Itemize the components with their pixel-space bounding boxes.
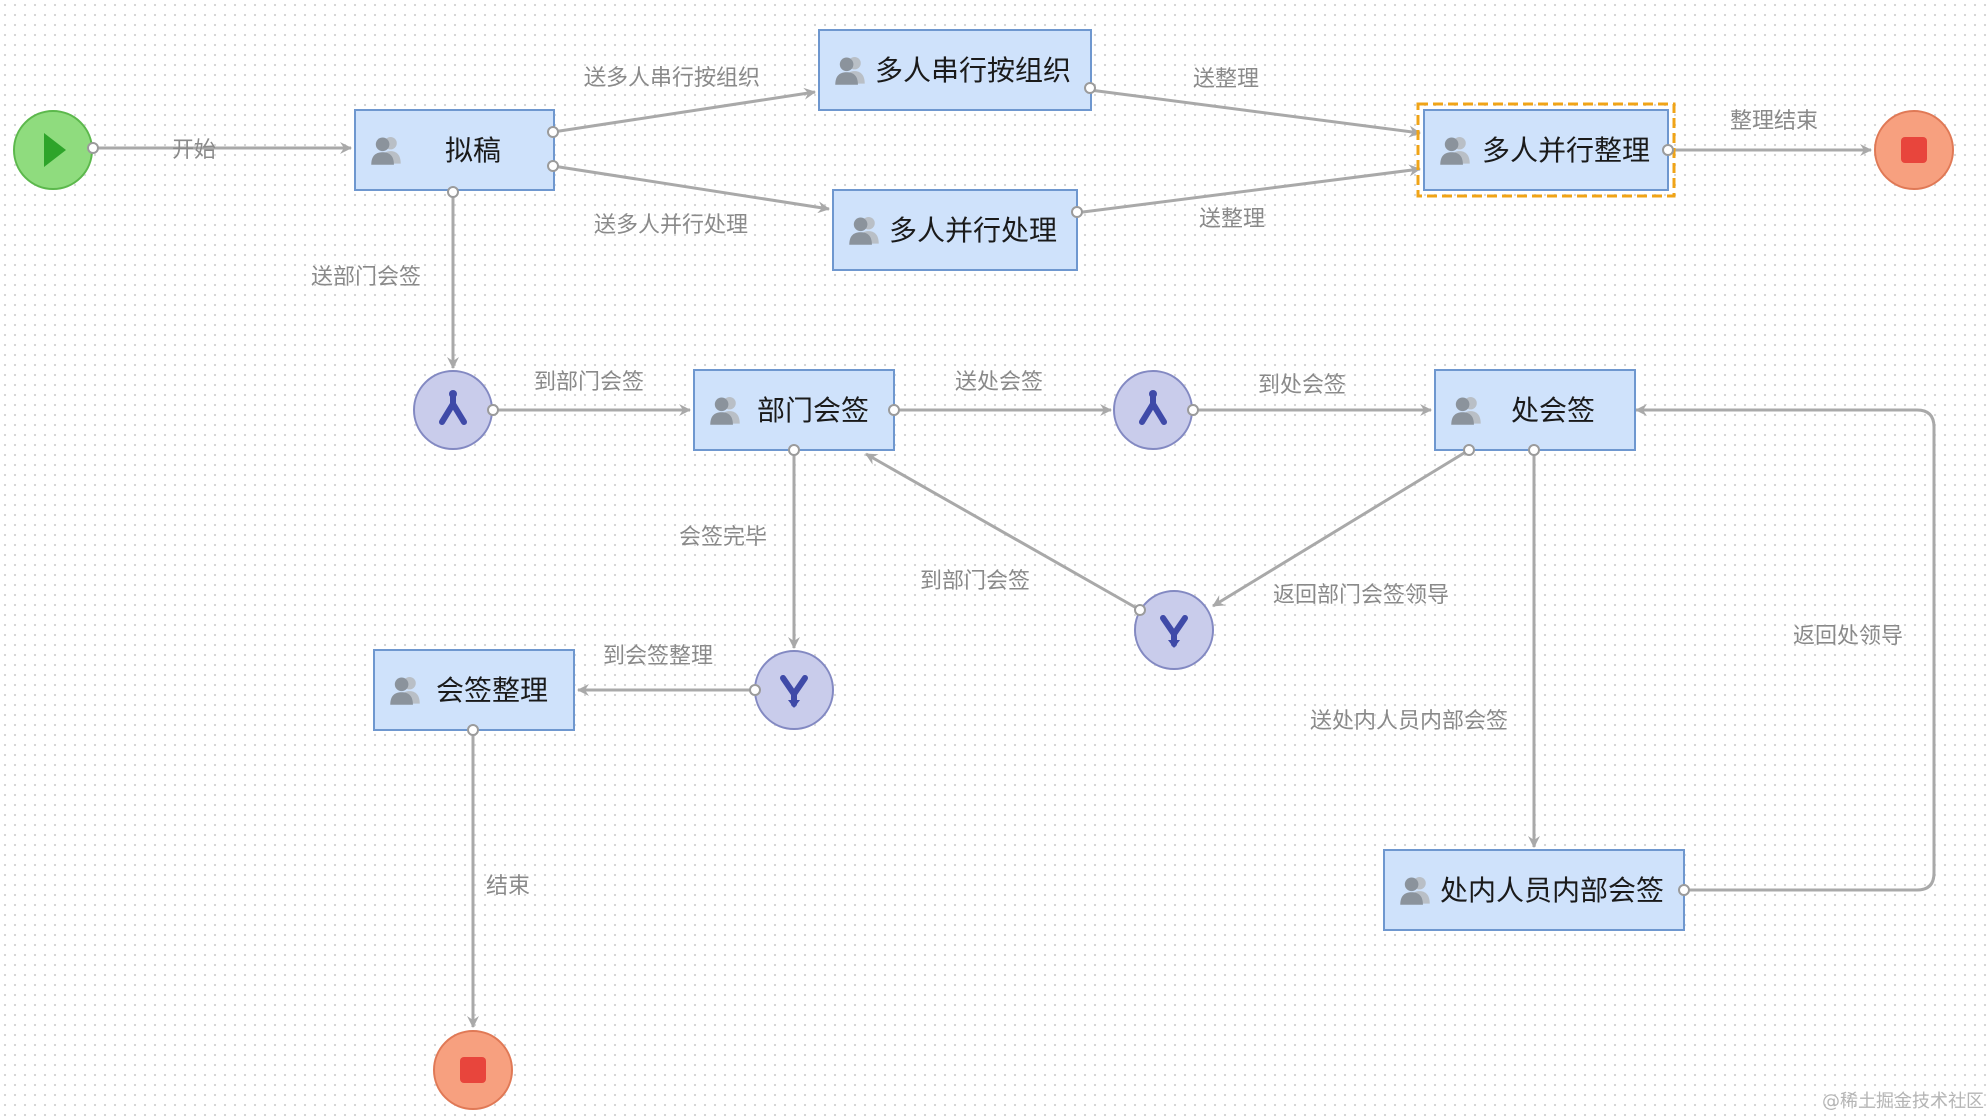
edge-label-return-office-leader: 返回处领导: [1793, 624, 1903, 649]
edge-label-to-parallel: 送多人并行处理: [594, 213, 748, 238]
task-label: 会签整理: [436, 674, 548, 707]
edge-label-fork-office: 到处会签: [1258, 373, 1346, 398]
edge-label-to-dept-fork: 送部门会签: [311, 265, 421, 290]
stop-icon: [1901, 137, 1927, 163]
edge-arrange-to-end[interactable]: 整理结束: [1668, 109, 1872, 156]
connection-ports: [87, 82, 1690, 896]
edges: 开始 送多人串行按组织 送多人并行处理 送整理 送整理 整理结束 送部门会签: [93, 66, 1936, 1028]
edge-draft-to-parallel[interactable]: 送多人并行处理: [552, 164, 830, 238]
edge-arrange-to-end-bottom[interactable]: 结束: [467, 731, 530, 1028]
edge-label-start: 开始: [172, 138, 216, 163]
edge-office-to-office-join[interactable]: 返回部门会签领导: [1212, 448, 1470, 608]
edge-dept-to-office-fork[interactable]: 送处会签: [895, 370, 1112, 416]
edge-label-return-dept-leader: 返回部门会签领导: [1273, 583, 1449, 608]
edge-draft-to-dept-fork[interactable]: 送部门会签: [311, 190, 459, 369]
edge-office-join-back-to-dept[interactable]: 到部门会签: [865, 452, 1141, 612]
edge-label-to-serial: 送多人串行按组织: [584, 66, 760, 91]
task-label: 处会签: [1511, 394, 1595, 427]
task-dept-sign[interactable]: 部门会签: [693, 369, 895, 451]
edge-label-end: 结束: [486, 874, 530, 899]
edge-parallel-to-arrange[interactable]: 送整理: [1074, 164, 1421, 232]
edge-start-to-draft[interactable]: 开始: [93, 138, 352, 163]
edge-label-parallel-arrange: 送整理: [1199, 207, 1265, 232]
task-label: 部门会签: [757, 394, 869, 427]
edge-join-to-arrange[interactable]: 到会签整理: [577, 644, 755, 696]
task-office-internal[interactable]: 处内人员内部会签: [1383, 849, 1685, 931]
task-serial-org[interactable]: 多人串行按组织: [818, 29, 1092, 111]
edge-office-to-internal[interactable]: 送处内人员内部会签: [1310, 450, 1540, 848]
task-label: 多人并行整理: [1482, 134, 1650, 167]
task-label: 多人串行按组织: [875, 54, 1071, 87]
edge-label-back-dept: 到部门会签: [920, 569, 1030, 594]
join-gateway-office[interactable]: [1134, 590, 1214, 670]
edge-fork-to-office[interactable]: 到处会签: [1195, 373, 1432, 416]
edge-serial-to-arrange[interactable]: 送整理: [1089, 67, 1421, 138]
edge-label-arrange-end: 整理结束: [1730, 109, 1818, 134]
edge-label-internal: 送处内人员内部会签: [1310, 709, 1508, 734]
edge-dept-to-dept-join[interactable]: 会签完毕: [679, 450, 800, 649]
edge-label-dept-done: 会签完毕: [679, 525, 767, 550]
fork-gateway-office[interactable]: [1113, 370, 1193, 450]
task-office-sign[interactable]: 处会签: [1434, 369, 1636, 451]
edge-label-serial-arrange: 送整理: [1193, 67, 1259, 92]
join-gateway-dept[interactable]: [754, 650, 834, 730]
play-icon: [44, 133, 66, 167]
task-sign-arrange[interactable]: 会签整理: [373, 649, 575, 731]
edge-label-to-office: 送处会签: [955, 370, 1043, 395]
fork-gateway-dept[interactable]: [413, 370, 493, 450]
stop-icon: [460, 1057, 486, 1083]
task-label: 拟稿: [445, 134, 501, 167]
edge-fork-to-dept[interactable]: 到部门会签: [495, 370, 691, 416]
task-label: 处内人员内部会签: [1440, 874, 1664, 907]
start-event[interactable]: [13, 110, 93, 190]
edge-draft-to-serial[interactable]: 送多人串行按组织: [552, 66, 816, 134]
edge-internal-to-office[interactable]: 返回处领导: [1635, 404, 1936, 892]
end-event-top[interactable]: [1874, 110, 1954, 190]
task-label: 多人并行处理: [889, 214, 1057, 247]
task-draft[interactable]: 拟稿: [354, 109, 555, 191]
edge-label-join-arrange: 到会签整理: [603, 644, 713, 669]
end-event-bottom[interactable]: [433, 1030, 513, 1110]
watermark: @稀土掘金技术社区: [1822, 1091, 1984, 1112]
edge-label-fork-dept: 到部门会签: [534, 370, 644, 395]
task-parallel-process[interactable]: 多人并行处理: [832, 189, 1078, 271]
task-parallel-arrange[interactable]: 多人并行整理: [1416, 102, 1676, 198]
